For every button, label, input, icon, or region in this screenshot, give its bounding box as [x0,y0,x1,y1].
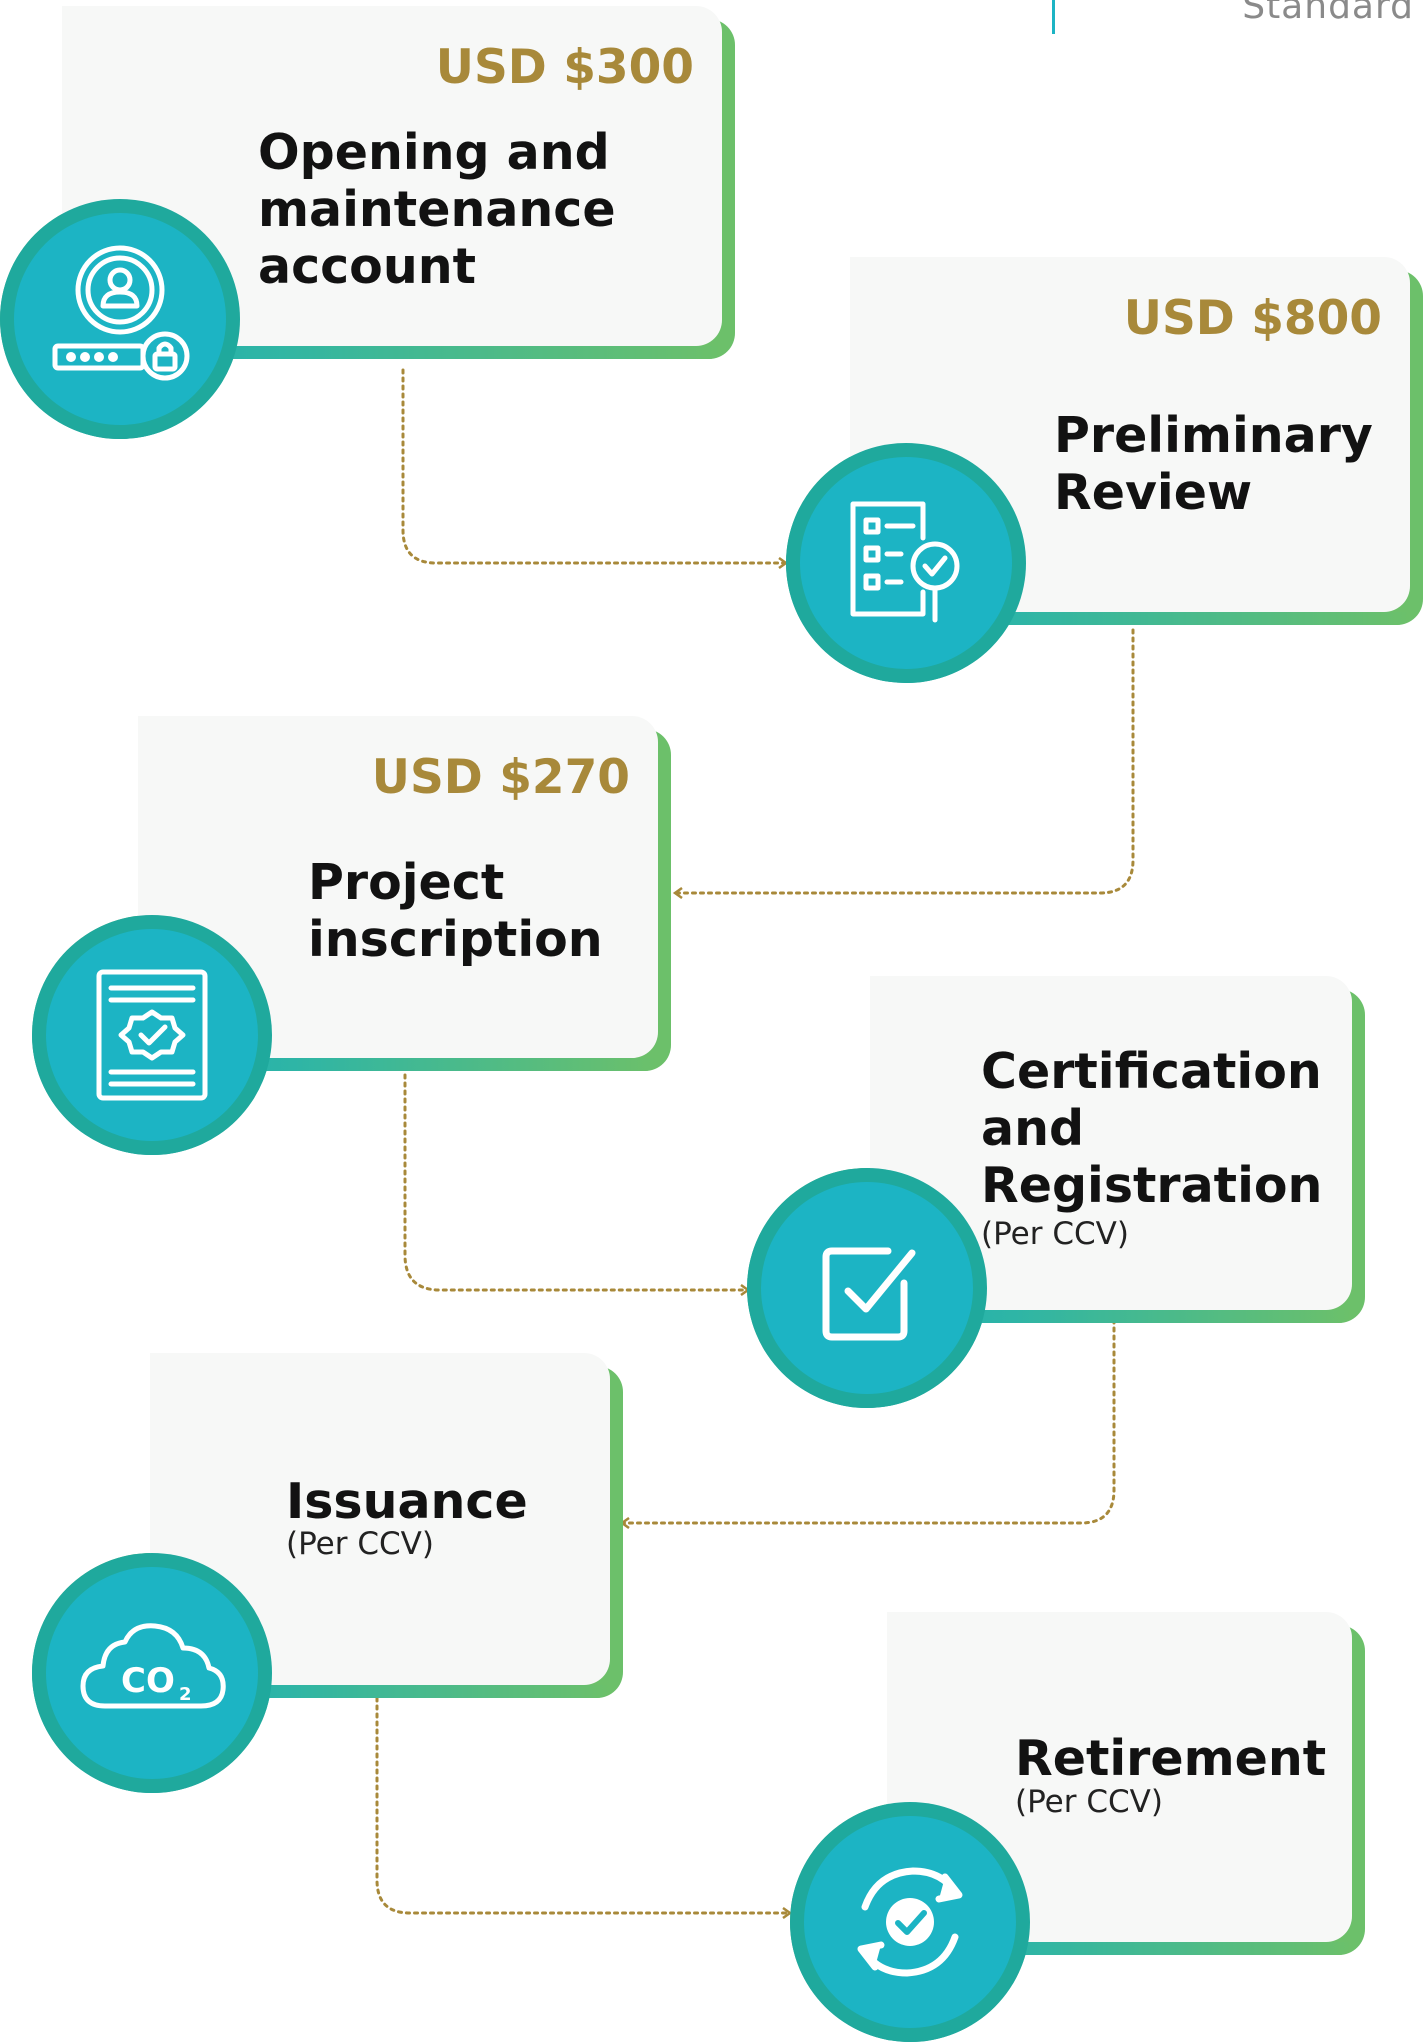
co2-cloud-icon: CO 2 [32,1553,272,1793]
step-title: Opening and maintenance account [258,124,616,295]
svg-text:2: 2 [179,1684,192,1705]
step-title: Project inscription [308,854,603,968]
svg-text:CO: CO [121,1661,175,1701]
checklist-review-icon [786,443,1026,683]
step-price: USD $800 [1123,291,1382,346]
step-title: Retirement [1015,1730,1327,1787]
step-title: Preliminary Review [1054,407,1373,521]
account-login-icon [0,199,240,439]
step-note: (Per CCV) [981,1216,1129,1252]
connector-5-6 [375,1688,790,1913]
step-card-retirement: Retirement (Per CCV) [887,1612,1352,1955]
refresh-check-icon [790,1802,1030,2042]
step-note: (Per CCV) [1015,1784,1163,1820]
connector-1-2 [401,368,786,563]
step-card-account: USD $300 Opening and maintenance account [62,6,722,359]
step-price: USD $300 [435,40,694,95]
step-note: (Per CCV) [286,1526,434,1562]
connector-3-4 [403,1073,748,1290]
brand-text: Standard [1242,0,1414,27]
brand-divider [1052,0,1055,34]
checkbox-icon [747,1168,987,1408]
connector-2-3 [675,628,1135,893]
connector-4-5 [622,1318,1116,1523]
step-title: Certification and Registration [981,1043,1323,1214]
step-price: USD $270 [371,750,630,805]
certificate-document-icon [32,915,272,1155]
step-title: Issuance [286,1473,528,1530]
